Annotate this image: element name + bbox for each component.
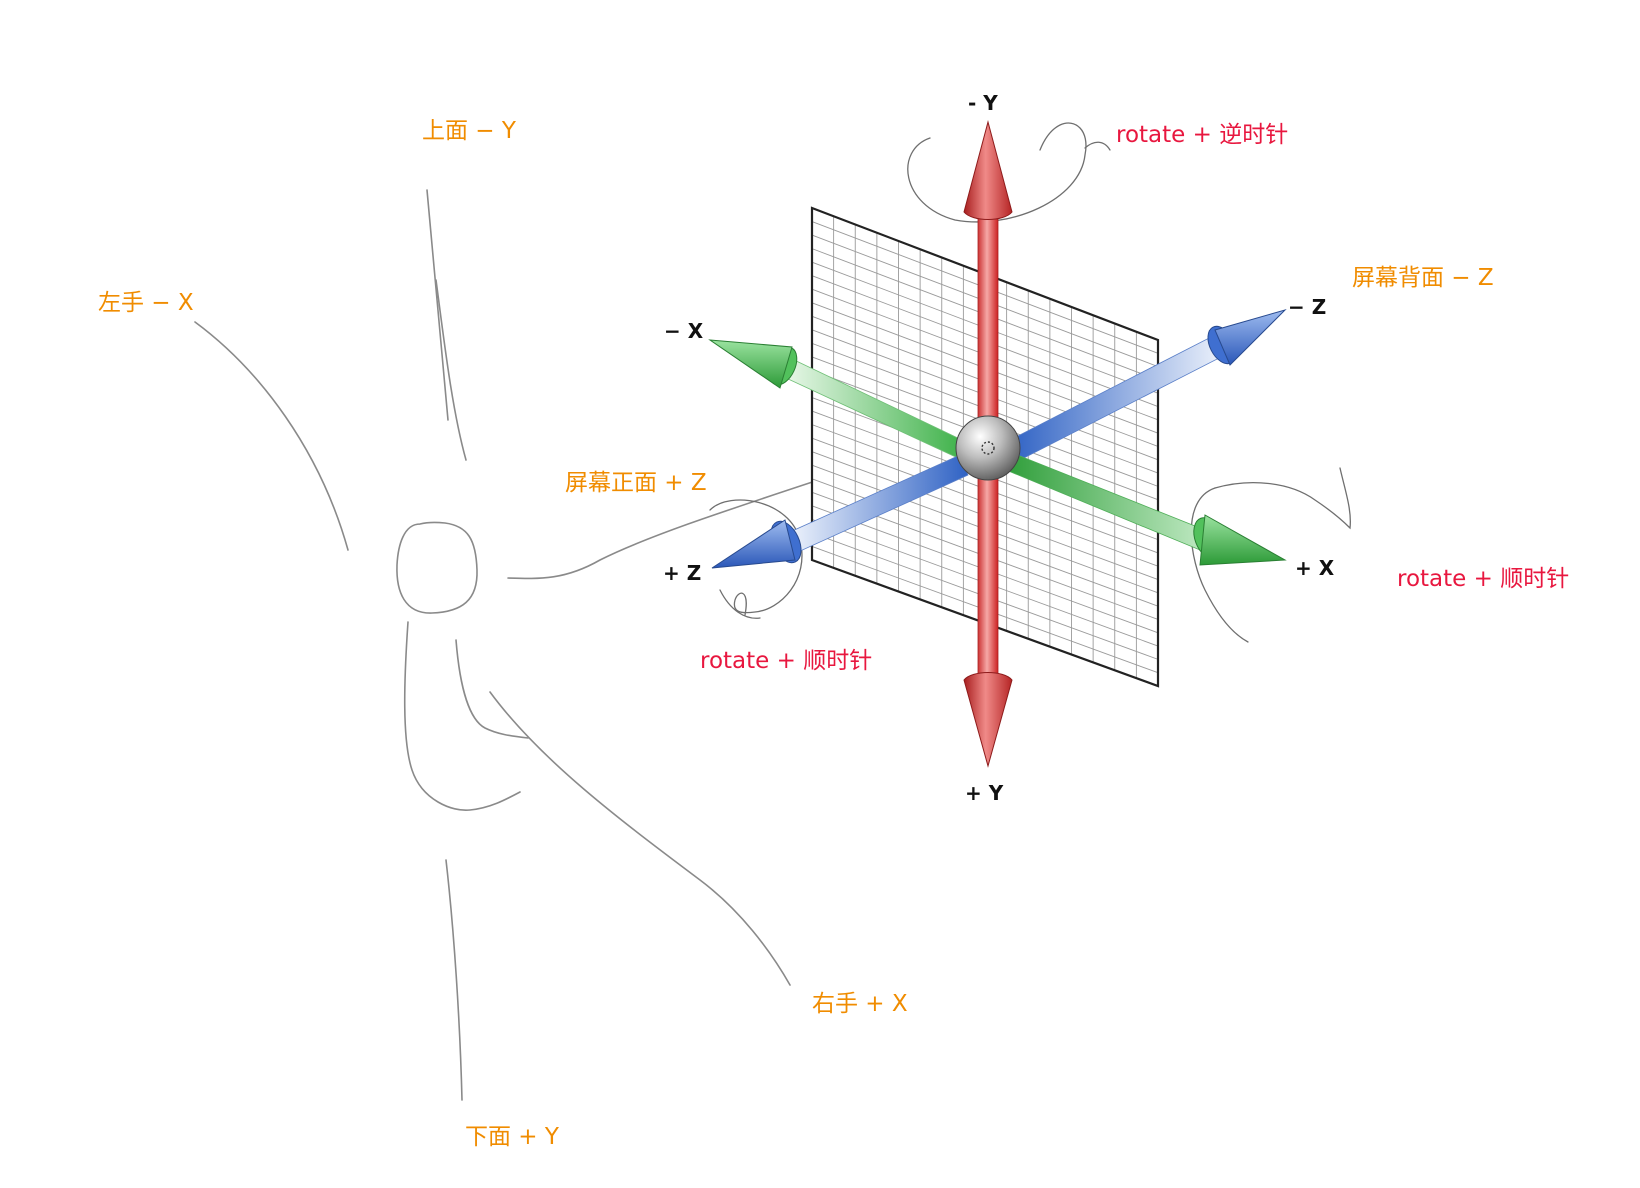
x-axis-cone-left bbox=[708, 339, 793, 389]
axis-label-pos-z: + Z bbox=[663, 561, 701, 585]
axis-label-neg-y: - Y bbox=[968, 91, 998, 115]
sketch-body-inner bbox=[455, 639, 529, 739]
y-axis-cone-top bbox=[963, 120, 1013, 220]
axis-label-pos-x: + X bbox=[1295, 556, 1335, 580]
swirl-y bbox=[907, 122, 1087, 223]
axis-label-neg-z: − Z bbox=[1288, 295, 1326, 319]
label-rotate-x: rotate + 顺时针 bbox=[1397, 566, 1570, 592]
label-screen-front: 屏幕正面 + Z bbox=[565, 470, 707, 496]
sketch-body-left bbox=[403, 621, 521, 811]
sketch-line-right bbox=[489, 691, 791, 986]
sketch-head bbox=[396, 521, 478, 614]
z-axis-cone-front bbox=[711, 519, 796, 569]
label-down: 下面 + Y bbox=[465, 1124, 559, 1150]
axis-label-pos-y: + Y bbox=[965, 781, 1004, 805]
rotation-swirls bbox=[709, 122, 1351, 643]
origin-marker bbox=[981, 441, 995, 455]
label-right-hand: 右手 + X bbox=[812, 991, 908, 1017]
label-up: 上面 − Y bbox=[422, 118, 516, 144]
sketch-line-left bbox=[194, 321, 349, 551]
axes bbox=[708, 120, 1287, 768]
person-sketch bbox=[194, 189, 916, 1101]
z-axis-cone-back bbox=[1214, 308, 1287, 366]
swirl-x bbox=[1190, 487, 1249, 643]
screen-plane-border bbox=[810, 206, 1160, 688]
sketch-line-down bbox=[445, 859, 463, 1101]
y-axis-cone-bottom bbox=[963, 672, 1013, 768]
swirl-z-tail bbox=[719, 589, 761, 619]
x-axis-cone-right bbox=[1199, 514, 1287, 566]
label-rotate-z: rotate + 顺时针 bbox=[700, 648, 873, 674]
axis-label-neg-x: − X bbox=[664, 319, 704, 343]
origin-sphere bbox=[955, 415, 1021, 481]
label-left-hand: 左手 − X bbox=[98, 290, 194, 316]
sketch-line-up-2 bbox=[435, 279, 467, 461]
swirl-x-top bbox=[1214, 467, 1351, 530]
label-rotate-y: rotate + 逆时针 bbox=[1116, 122, 1289, 148]
label-screen-back: 屏幕背面 − Z bbox=[1352, 265, 1494, 291]
swirl-y-tail bbox=[1084, 141, 1111, 151]
axis-labels: - Y + Y − X + X − Z + Z bbox=[663, 91, 1335, 805]
sketch-line-up-1 bbox=[426, 189, 449, 421]
swirl-z bbox=[709, 499, 803, 616]
